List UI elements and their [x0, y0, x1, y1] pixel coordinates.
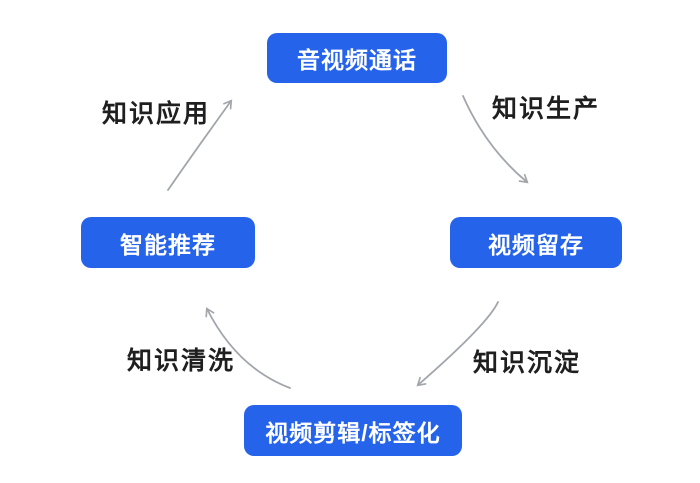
edge-label-knowledge-application: 知识应用 [101, 100, 211, 128]
edge-label-knowledge-cleaning: 知识清洗 [126, 347, 236, 375]
node-audio-video-call: 音视频通话 [267, 33, 447, 83]
arrow-left-to-top [167, 99, 233, 191]
node-smart-recommendation: 智能推荐 [81, 217, 255, 268]
edge-label-knowledge-deposition: 知识沉淀 [472, 349, 582, 377]
arrow-bottom-to-left [205, 307, 291, 389]
arrow-top-to-right [462, 95, 529, 184]
node-video-editing-tagging: 视频剪辑/标签化 [244, 405, 462, 456]
arrow-right-to-bottom [416, 301, 499, 387]
edge-label-knowledge-production: 知识生产 [491, 95, 601, 123]
node-video-retention: 视频留存 [450, 217, 622, 268]
